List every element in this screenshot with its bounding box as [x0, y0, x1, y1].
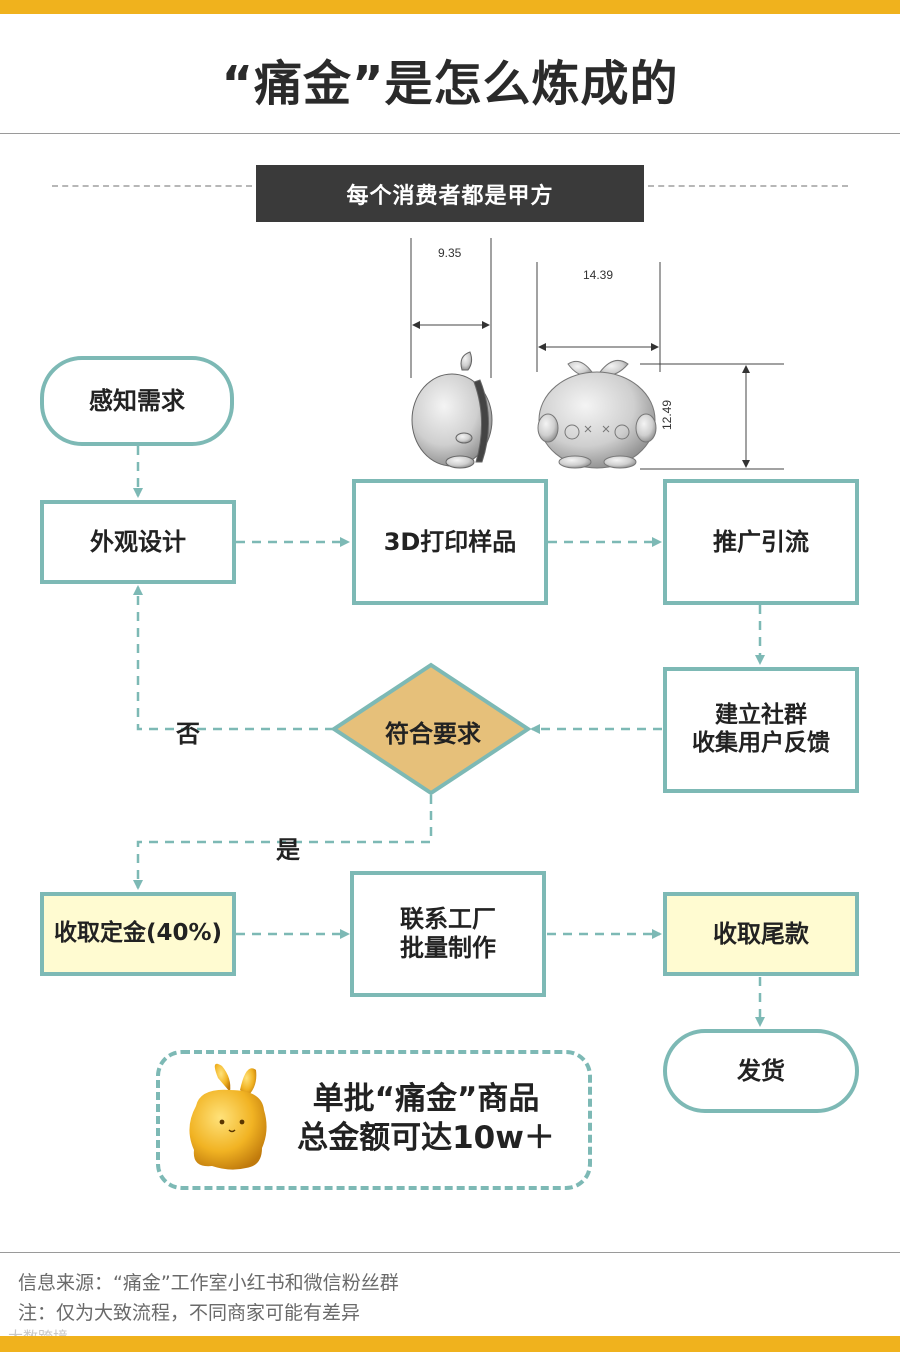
- node-ship: 发货: [663, 1029, 859, 1113]
- node-promotion: 推广引流: [663, 479, 859, 605]
- title-divider: [0, 133, 900, 134]
- callout-line-1: 单批“痛金”商品: [312, 1081, 540, 1117]
- decision-diamond: [330, 662, 532, 796]
- footer-divider: [0, 1252, 900, 1253]
- edge-label-no: 否: [176, 720, 200, 748]
- callout-line-2: 总金额可达10w＋: [297, 1119, 555, 1156]
- node-perceive-need: 感知需求: [40, 356, 234, 446]
- subtitle-banner: 每个消费者都是甲方: [256, 165, 644, 222]
- dimension-side-width: 9.35: [438, 246, 462, 260]
- callout-text: 单批“痛金”商品 总金额可达10w＋: [286, 1080, 566, 1158]
- source-note: 信息来源：“痛金”工作室小红书和微信粉丝群: [18, 1272, 399, 1294]
- side-view-model: [411, 351, 493, 469]
- node-contact-factory: 联系工厂 批量制作: [350, 871, 546, 997]
- top-accent-bar: [0, 0, 900, 14]
- gold-bunny-mascot: [189, 1063, 267, 1170]
- decision-label: 符合要求: [385, 720, 481, 748]
- dimension-front-width: 14.39: [583, 268, 614, 282]
- page-title: “痛金”是怎么炼成的: [221, 56, 679, 112]
- disclaimer-note: 注：仅为大致流程，不同商家可能有差异: [18, 1302, 361, 1324]
- node-collect-balance: 收取尾款: [663, 892, 859, 976]
- node-build-community: 建立社群 收集用户反馈: [663, 667, 859, 793]
- banner-dash-left: [52, 185, 252, 187]
- bottom-accent-bar: [0, 1336, 900, 1352]
- dimension-front-height: 12.49: [660, 399, 674, 430]
- node-3d-print-sample: 3D打印样品: [352, 479, 548, 605]
- callout-box: [156, 1050, 592, 1190]
- edge-label-yes: 是: [276, 836, 300, 864]
- node-collect-deposit: 收取定金(40%): [40, 892, 236, 976]
- banner-dash-right: [648, 185, 848, 187]
- front-view-model: [537, 359, 657, 469]
- node-appearance-design: 外观设计: [40, 500, 236, 584]
